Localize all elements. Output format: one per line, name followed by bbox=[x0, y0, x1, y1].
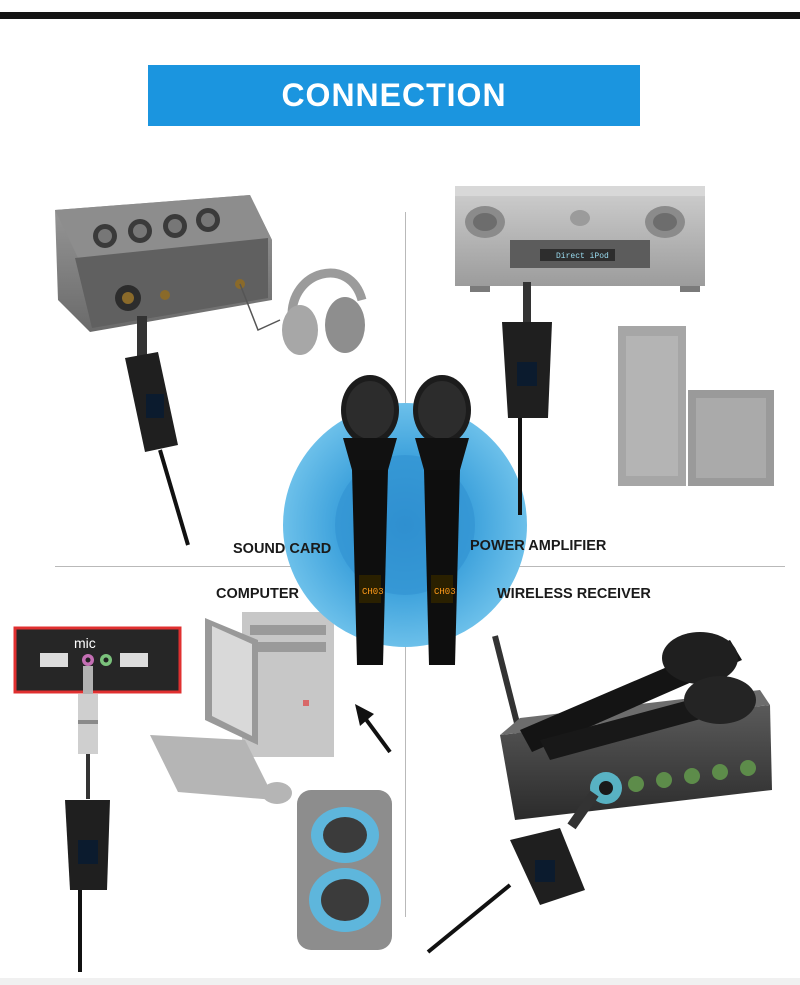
mic-channel-display: CH03 bbox=[362, 587, 384, 597]
label-sound-card: SOUND CARD bbox=[233, 541, 332, 557]
speaker-icon bbox=[618, 326, 774, 486]
headphones-icon bbox=[282, 268, 367, 355]
party-speaker-icon bbox=[297, 790, 392, 950]
wireless-receiver-icon bbox=[426, 632, 772, 954]
top-divider-bar bbox=[0, 12, 800, 19]
page-title: CONNECTION bbox=[281, 77, 507, 113]
bottom-strip bbox=[0, 978, 800, 985]
microphone-icon-second: CH03 bbox=[413, 375, 471, 665]
label-wireless-receiver: WIRELESS RECEIVER bbox=[497, 586, 651, 602]
amp-display-text: Direct iPod bbox=[556, 252, 609, 261]
arrow-icon bbox=[355, 704, 392, 754]
connection-banner: CONNECTION bbox=[148, 65, 640, 126]
microphone-icon: CH03 bbox=[341, 375, 399, 665]
computer-icon bbox=[150, 612, 334, 804]
mic-channel-display-second: CH03 bbox=[434, 587, 456, 597]
transmitter-unit-bottom-left bbox=[65, 800, 110, 972]
amplifier-icon: Direct iPod bbox=[455, 186, 705, 292]
mic-port-label: mic bbox=[74, 635, 96, 651]
sound-card-icon bbox=[55, 195, 281, 332]
label-power-amplifier: POWER AMPLIFIER bbox=[470, 538, 607, 554]
transmitter-unit-top-right bbox=[502, 282, 552, 515]
transmitter-unit-top-left bbox=[125, 316, 190, 546]
label-computer: COMPUTER bbox=[216, 586, 299, 602]
audio-adapter bbox=[78, 666, 98, 799]
mic-port-panel: mic bbox=[13, 626, 182, 694]
